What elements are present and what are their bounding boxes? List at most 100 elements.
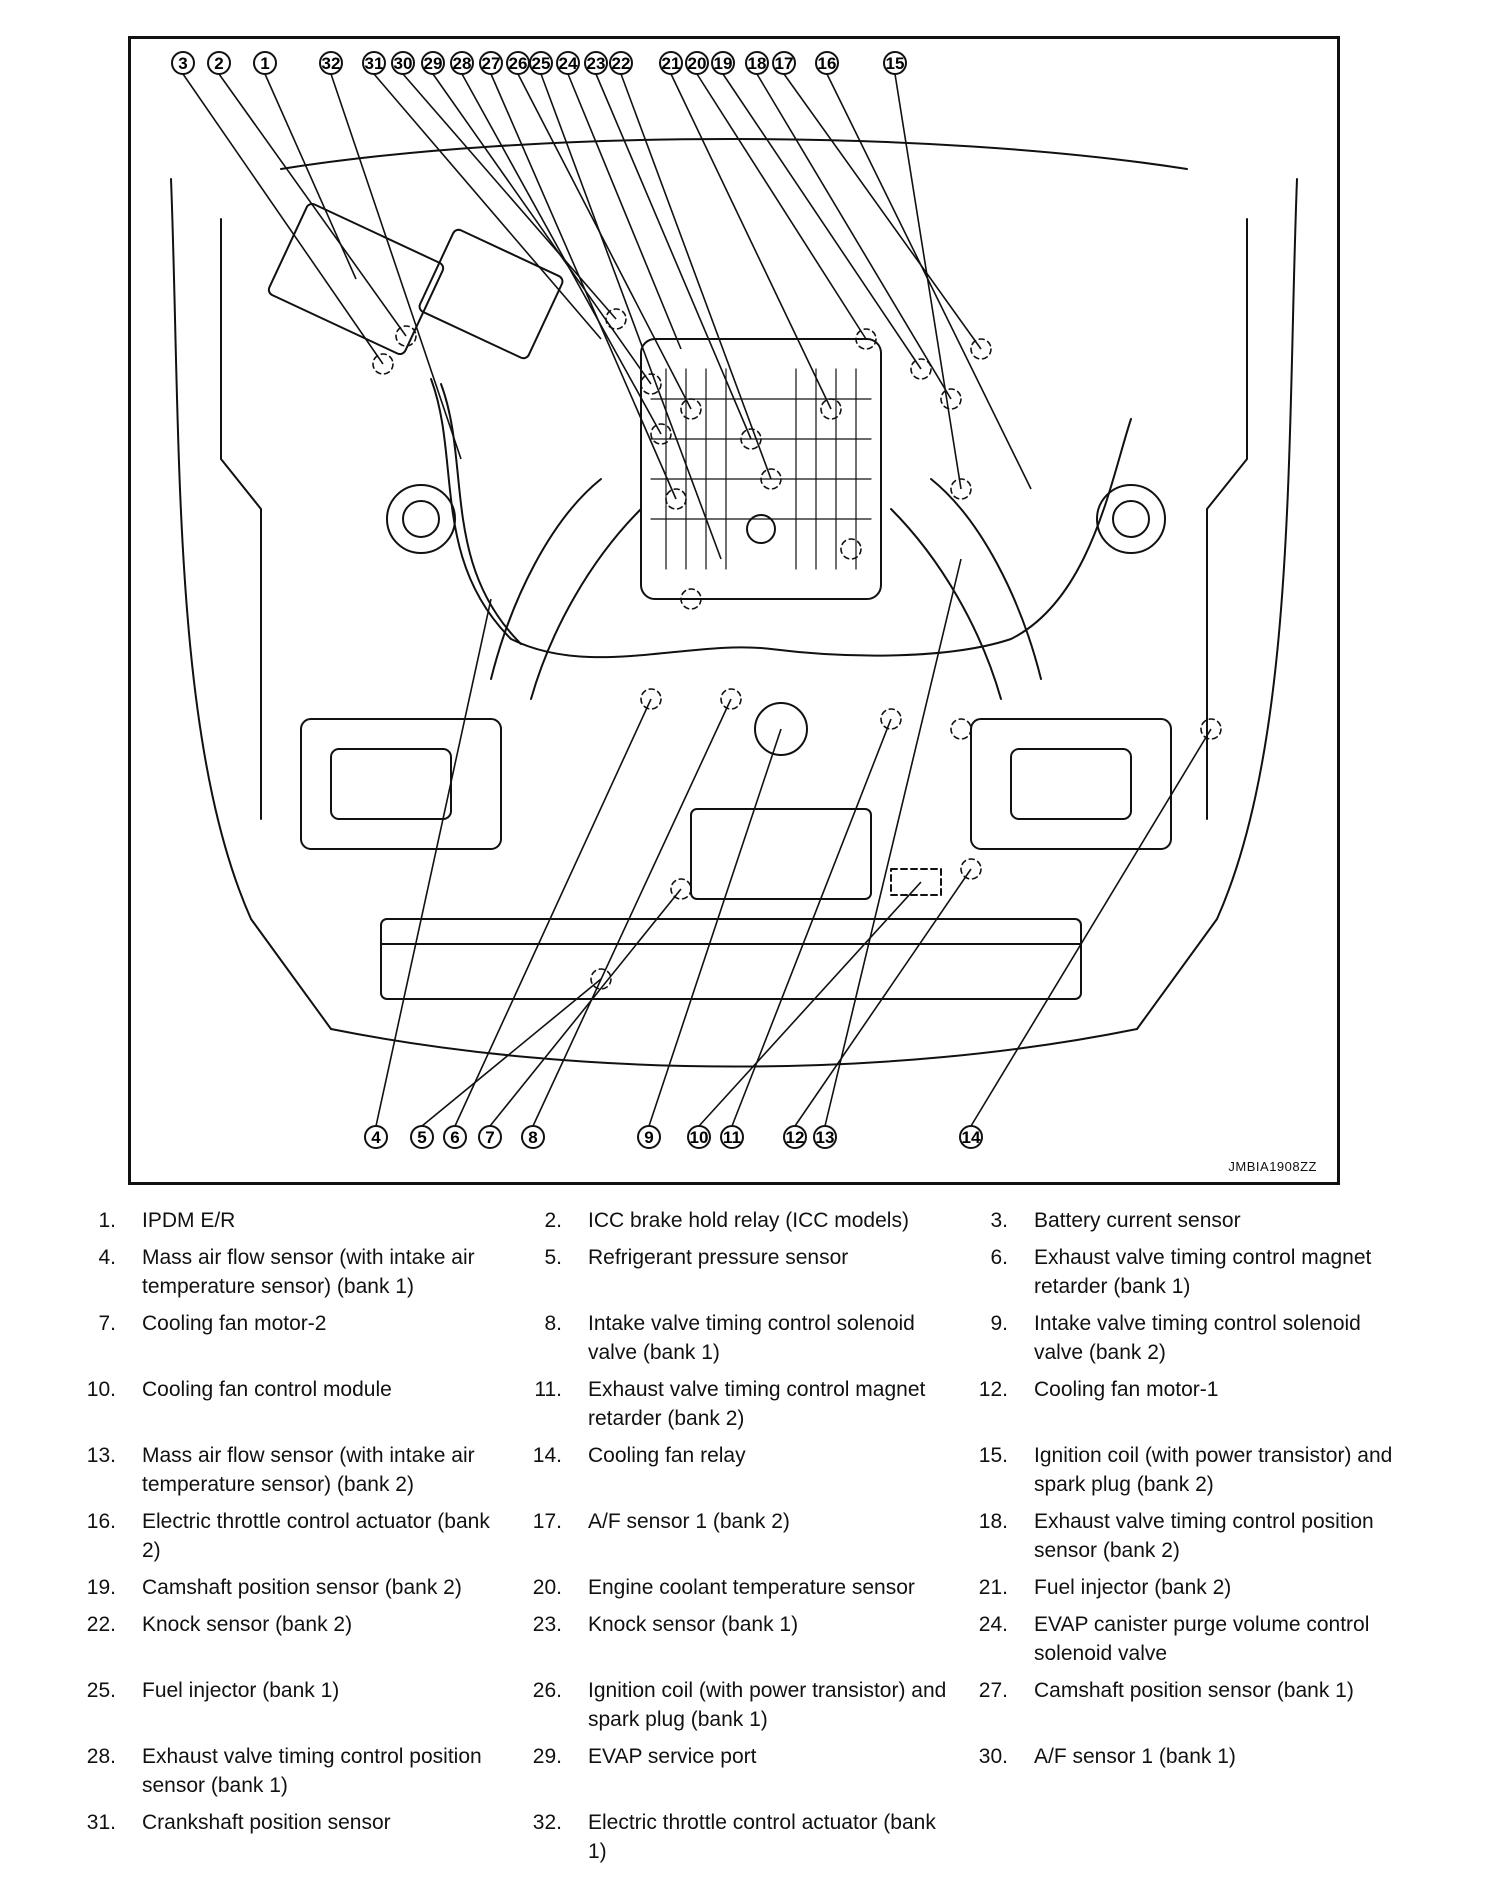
- legend-item-number: 24.: [978, 1613, 1008, 1636]
- bottom-leader-line: [375, 598, 492, 1127]
- bottom-callout-11: 11: [720, 1125, 744, 1149]
- callout-number: 18: [748, 54, 767, 73]
- callout-circle: [815, 51, 839, 75]
- legend-item: 6.Exhaust valve timing control magnet re…: [954, 1243, 1400, 1309]
- radiator-core-support: [380, 918, 1082, 1000]
- legend-item-number: 19.: [86, 1576, 116, 1599]
- cowl-line: [280, 138, 1188, 170]
- bottom-callout-7: 7: [478, 1125, 502, 1149]
- legend-item: 27.Camshaft position sensor (bank 1): [954, 1676, 1400, 1742]
- callout-number: 1: [260, 54, 269, 73]
- callout-circle: [783, 1125, 807, 1149]
- legend-item-label: A/F sensor 1 (bank 1): [1034, 1745, 1236, 1768]
- bottom-leader-line: [532, 698, 732, 1127]
- legend-item-label: Intake valve timing control solenoid val…: [1034, 1312, 1361, 1364]
- callout-number: 10: [690, 1128, 709, 1147]
- legend-item-number: 31.: [86, 1811, 116, 1834]
- legend-item: 16.Electric throttle control actuator (b…: [62, 1507, 508, 1573]
- legend-item-number: 30.: [978, 1745, 1008, 1768]
- legend-item: 9. Intake valve timing control solenoid v…: [954, 1309, 1400, 1375]
- legend-row: 22.Knock sensor (bank 2)23.Knock sensor …: [62, 1610, 1442, 1676]
- cooling-fan-control-module: [890, 868, 942, 896]
- callout-circle: [319, 51, 343, 75]
- legend-item-number: 1.: [98, 1209, 116, 1232]
- callout-circle: [720, 1125, 744, 1149]
- legend-item-label: Camshaft position sensor (bank 2): [142, 1576, 462, 1599]
- bottom-leader-line: [970, 728, 1212, 1127]
- callout-number: 21: [662, 54, 681, 73]
- callout-circle: [529, 51, 553, 75]
- legend-item: 17.A/F sensor 1 (bank 2): [508, 1507, 954, 1573]
- bottom-callout-12: 12: [783, 1125, 807, 1149]
- top-leader-line: [756, 73, 952, 400]
- legend-item-number: 32.: [532, 1811, 562, 1834]
- callout-number: 2: [214, 54, 223, 73]
- legend-item-number: 25.: [86, 1679, 116, 1702]
- top-callout-28: 28: [450, 51, 474, 75]
- legend-item-label: A/F sensor 1 (bank 2): [588, 1510, 790, 1533]
- top-callout-23: 23: [584, 51, 608, 75]
- callout-number: 13: [816, 1128, 835, 1147]
- top-leader-line: [540, 73, 722, 560]
- legend-item-number: 28.: [86, 1745, 116, 1768]
- callout-number: 14: [962, 1128, 981, 1147]
- callout-circle: [659, 51, 683, 75]
- legend-row: 16.Electric throttle control actuator (b…: [62, 1507, 1442, 1573]
- legend-item: 32. Electric throttle control actuator (b…: [508, 1808, 954, 1874]
- legend-item: 13.Mass air flow sensor (with intake air…: [62, 1441, 508, 1507]
- callout-circle: [959, 1125, 983, 1149]
- legend-item-label: Cooling fan motor-1: [1034, 1378, 1219, 1401]
- top-leader-line: [894, 73, 962, 490]
- top-leader-line: [218, 73, 407, 337]
- legend-item: 21.Fuel injector (bank 2): [954, 1573, 1400, 1610]
- callout-circle: [685, 51, 709, 75]
- legend-item-label: Cooling fan relay: [588, 1444, 746, 1467]
- callout-number: 24: [559, 54, 578, 73]
- callout-number: 3: [178, 54, 187, 73]
- top-callout-18: 18: [745, 51, 769, 75]
- legend-item-label: Fuel injector (bank 2): [1034, 1576, 1232, 1599]
- bottom-callout-9: 9: [637, 1125, 661, 1149]
- callout-circle: [609, 51, 633, 75]
- legend-item: [954, 1808, 1400, 1874]
- bottom-leader-line: [731, 718, 892, 1127]
- top-callout-1: 1: [253, 51, 277, 75]
- legend-item-label: [1034, 1808, 1400, 1874]
- bottom-callout-10: 10: [687, 1125, 711, 1149]
- legend-item-number: 9.: [990, 1312, 1008, 1335]
- callout-number: 30: [394, 54, 413, 73]
- legend-item-number: 26.: [532, 1679, 562, 1702]
- top-leader-line: [330, 73, 462, 460]
- legend-item-label: EVAP canister purge volume control solen…: [1034, 1613, 1370, 1665]
- legend-item-number: 15.: [978, 1444, 1008, 1467]
- legend-item: 10.Cooling fan control module: [62, 1375, 508, 1441]
- strut-tower-right: [1096, 484, 1166, 554]
- legend-item-number: 27.: [978, 1679, 1008, 1702]
- fender-outline-right: [1136, 178, 1298, 1030]
- legend-item: 3.Battery current sensor: [954, 1206, 1400, 1243]
- legend-item-label: Electric throttle control actuator (bank…: [142, 1510, 490, 1562]
- legend-item: 14.Cooling fan relay: [508, 1441, 954, 1507]
- callout-number: 6: [450, 1128, 459, 1147]
- callout-circle: [584, 51, 608, 75]
- callout-number: 7: [485, 1128, 494, 1147]
- top-callout-27: 27: [479, 51, 503, 75]
- legend-item-number: 2.: [544, 1209, 562, 1232]
- legend-item-label: Exhaust valve timing control magnet reta…: [588, 1378, 926, 1430]
- callout-circle: [772, 51, 796, 75]
- callout-number: 32: [322, 54, 341, 73]
- top-callout-31: 31: [362, 51, 386, 75]
- legend-item: 8.Intake valve timing control solenoid v…: [508, 1309, 954, 1375]
- legend-item-label: Ignition coil (with power transistor) an…: [1034, 1444, 1393, 1496]
- callout-number: 5: [417, 1128, 426, 1147]
- legend-item-label: Cooling fan motor-2: [142, 1312, 327, 1335]
- legend-item: 7.Cooling fan motor-2: [62, 1309, 508, 1375]
- legend-item-label: Electric throttle control actuator (bank…: [588, 1811, 936, 1863]
- callout-number: 12: [786, 1128, 805, 1147]
- top-leader-line: [567, 73, 682, 350]
- legend-item-number: 23.: [532, 1613, 562, 1636]
- legend-item-label: Engine coolant temperature sensor: [588, 1576, 915, 1599]
